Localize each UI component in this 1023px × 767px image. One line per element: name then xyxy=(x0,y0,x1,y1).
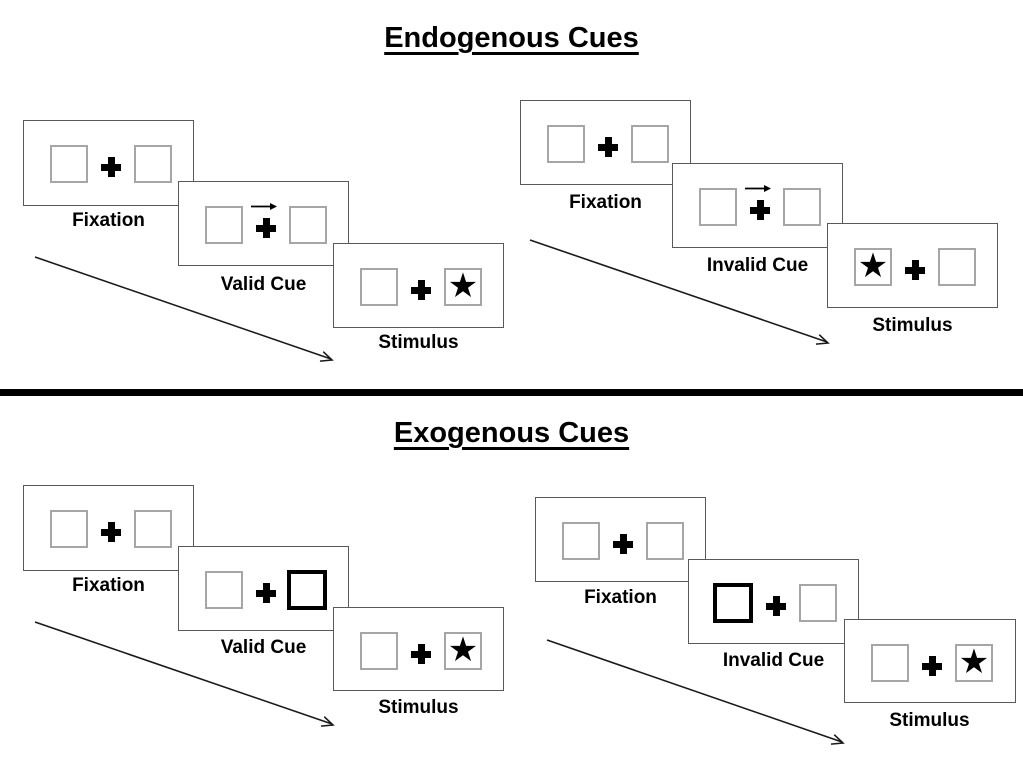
step-label: Invalid Cue xyxy=(722,650,825,671)
step-label: Fixation xyxy=(72,575,145,596)
cue-highlight-box xyxy=(287,570,327,610)
section-title-endogenous: Endogenous Cues xyxy=(384,22,639,54)
exo-valid-stimulus-panel: ★ xyxy=(333,607,504,691)
fixation-cross-icon xyxy=(766,596,786,616)
fixation-cross-icon xyxy=(256,218,276,238)
endo-valid-stimulus-panel: ★ xyxy=(333,243,504,328)
star-icon: ★ xyxy=(447,630,479,669)
endo-valid-fixation-panel xyxy=(23,120,194,206)
exo-valid-fixation-panel xyxy=(23,485,194,571)
left-placeholder-box xyxy=(699,188,737,226)
fixation-cross-icon xyxy=(598,137,618,157)
right-placeholder-box xyxy=(783,188,821,226)
fixation-cross-icon xyxy=(101,157,121,177)
right-arrow-icon xyxy=(745,185,771,192)
fixation-cross-icon xyxy=(101,522,121,542)
exo-valid-cue-panel xyxy=(178,546,349,631)
step-label: Fixation xyxy=(584,587,657,608)
right-placeholder-box xyxy=(631,125,669,163)
step-label: Stimulus xyxy=(378,332,459,353)
cue-highlight-box xyxy=(713,583,753,623)
fixation-cross-icon xyxy=(411,644,431,664)
step-label: Stimulus xyxy=(378,697,459,718)
left-placeholder-box xyxy=(205,571,243,609)
star-target-box: ★ xyxy=(444,632,482,670)
fixation-cross-icon xyxy=(411,280,431,300)
star-target-box: ★ xyxy=(955,644,993,682)
left-placeholder-box xyxy=(547,125,585,163)
right-placeholder-box xyxy=(799,584,837,622)
right-placeholder-box xyxy=(289,206,327,244)
exo-invalid-cue-panel xyxy=(688,559,859,644)
endo-invalid-cue-panel xyxy=(672,163,843,248)
step-label: Valid Cue xyxy=(220,274,307,295)
endo-invalid-stimulus-panel: ★ xyxy=(827,223,998,308)
section-divider xyxy=(0,389,1023,396)
star-target-box: ★ xyxy=(444,268,482,306)
fixation-cross-icon xyxy=(922,656,942,676)
right-placeholder-box xyxy=(646,522,684,560)
star-icon: ★ xyxy=(958,642,990,681)
left-placeholder-box xyxy=(871,644,909,682)
left-placeholder-box xyxy=(360,632,398,670)
fixation-cross-icon xyxy=(613,534,633,554)
star-icon: ★ xyxy=(857,246,889,285)
step-label: Invalid Cue xyxy=(706,255,809,276)
fixation-cross-icon xyxy=(256,583,276,603)
step-label: Valid Cue xyxy=(220,637,307,658)
section-title-exogenous: Exogenous Cues xyxy=(393,417,630,449)
right-placeholder-box xyxy=(134,510,172,548)
step-label: Stimulus xyxy=(889,710,970,731)
star-icon: ★ xyxy=(447,266,479,305)
right-placeholder-box xyxy=(938,248,976,286)
right-placeholder-box xyxy=(134,145,172,183)
left-placeholder-box xyxy=(50,145,88,183)
step-label: Fixation xyxy=(72,210,145,231)
endo-invalid-fixation-panel xyxy=(520,100,691,185)
fixation-cross-icon xyxy=(905,260,925,280)
left-placeholder-box xyxy=(50,510,88,548)
left-placeholder-box xyxy=(205,206,243,244)
left-placeholder-box xyxy=(360,268,398,306)
star-target-box: ★ xyxy=(854,248,892,286)
step-label: Stimulus xyxy=(872,315,953,336)
fixation-cross-icon xyxy=(750,200,770,220)
right-arrow-icon xyxy=(251,203,277,210)
left-placeholder-box xyxy=(562,522,600,560)
exo-invalid-fixation-panel xyxy=(535,497,706,582)
step-label: Fixation xyxy=(569,192,642,213)
exo-invalid-stimulus-panel: ★ xyxy=(844,619,1016,703)
endo-valid-cue-panel xyxy=(178,181,349,266)
